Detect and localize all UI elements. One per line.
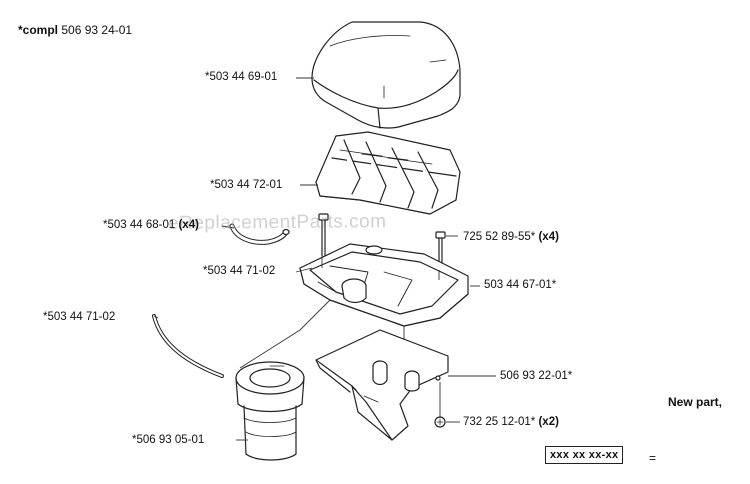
hose-part [229, 223, 290, 245]
label-filter-insert: *503 44 72-01 [210, 179, 283, 191]
filter-insert-part [315, 131, 461, 215]
label-screw-top: 725 52 89-55* (x4) [463, 231, 559, 244]
label-hose: *503 44 68-01 (x4) [103, 219, 199, 232]
label-filter-element: *506 93 05-01 [132, 434, 205, 446]
label-hose-qty: (x4) [178, 219, 199, 231]
new-part-label: New part, [668, 395, 723, 409]
label-tube-left: *503 44 71-02 [43, 311, 116, 323]
label-screw-bottom: 732 25 12-01* (x2) [463, 416, 559, 429]
legend-code-box: xxx xx xx-xx [545, 446, 624, 464]
assembly-lines [239, 256, 441, 418]
compl-label: *compl 506 93 24-01 [18, 24, 132, 37]
label-screw-bottom-qty: (x2) [538, 416, 559, 428]
legend-equals: = [649, 451, 657, 465]
screw-top-left [318, 213, 329, 257]
leader-lines [153, 77, 496, 441]
label-housing: 503 44 67-01* [484, 279, 557, 291]
label-screw-top-number: 725 52 89-55* [463, 231, 536, 243]
label-screw-top-qty: (x4) [538, 231, 559, 243]
filter-element-part [235, 361, 305, 461]
label-screw-bottom-number: 732 25 12-01* [463, 416, 536, 428]
cover-part [311, 21, 461, 129]
screw-bottom [434, 416, 446, 428]
housing-part [299, 243, 469, 327]
bracket-part [315, 329, 449, 441]
compl-number: 506 93 24-01 [61, 23, 133, 37]
compl-prefix: *compl [18, 23, 59, 37]
label-hose-number: *503 44 68-01 [103, 219, 176, 231]
label-cover: *503 44 69-01 [205, 71, 278, 83]
label-bracket: 506 93 22-01* [500, 370, 573, 382]
tube-part [152, 314, 224, 378]
watermark-text: eReplacementParts.com [167, 211, 387, 234]
label-tube-upper: *503 44 71-02 [203, 265, 276, 277]
